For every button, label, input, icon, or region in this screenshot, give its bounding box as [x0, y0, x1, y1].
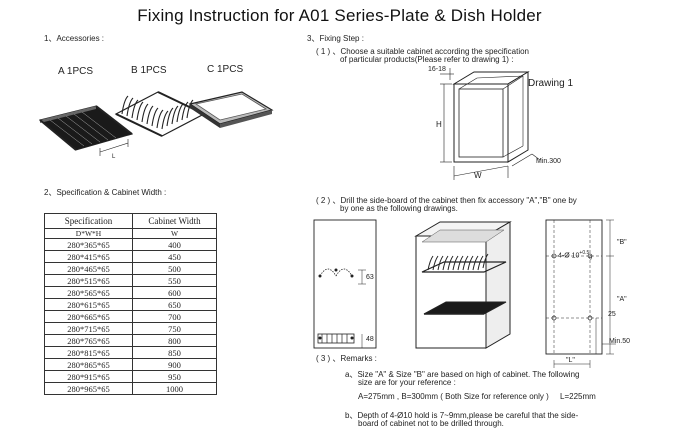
- drawing2-dim-hole-label: 4-Ø 10: [558, 252, 580, 260]
- drawing2-dim-tolerance: +0.5: [579, 250, 590, 256]
- spec-cell: 280*915*65: [44, 370, 133, 383]
- remark-a-text: Size "A" & Size "B" are based on high of…: [357, 370, 580, 379]
- spec-cell: 280*365*65: [44, 238, 133, 251]
- spec-cell: 280*565*65: [44, 286, 133, 299]
- drawing2-dim-min50: Min.50: [609, 338, 631, 345]
- page-title: Fixing Instruction for A01 Series-Plate …: [137, 6, 542, 25]
- accessory-c-label: C 1PCS: [207, 64, 244, 75]
- col-header-specification: Specification: [44, 213, 133, 229]
- remark-a-prefix: a、: [345, 370, 358, 379]
- remark-b-text: Depth of 4-Ø10 hold is 7~9mm,please be c…: [357, 411, 579, 420]
- remark-b-line2: board of cabinet not to be drilled throu…: [358, 419, 504, 428]
- accessory-b-label: B 1PCS: [131, 65, 167, 76]
- width-cell: 1000: [132, 382, 217, 395]
- width-cell: 750: [132, 322, 217, 335]
- spec-table-wrap: Specification Cabinet Width D*W*H W 280*…: [44, 213, 217, 395]
- spec-table: Specification Cabinet Width D*W*H W 280*…: [44, 213, 217, 395]
- spec-cell: 280*615*65: [44, 298, 133, 311]
- drawing1-cabinet: [440, 68, 541, 180]
- accessory-c-frame-drawing: [188, 91, 274, 128]
- drawing1-dim-min: Min.300: [536, 158, 561, 165]
- remark-b-prefix: b、: [345, 411, 358, 420]
- sub-header-w: W: [132, 228, 217, 239]
- spec-cell: 280*765*65: [44, 334, 133, 347]
- drawing1-title: Drawing 1: [528, 78, 574, 89]
- spec-cell: 280*815*65: [44, 346, 133, 359]
- spec-cell: 280*715*65: [44, 322, 133, 335]
- accessories-heading: 1、Accessories :: [44, 34, 105, 43]
- step1-line2: of particular products(Please refer to d…: [340, 55, 514, 64]
- spec-cell: 280*965*65: [44, 382, 133, 395]
- fixing-heading: 3、Fixing Step :: [307, 34, 364, 43]
- spec-cell: 280*465*65: [44, 262, 133, 275]
- remark-a-line2: size are for your reference :: [358, 378, 456, 387]
- accessory-a-label: A 1PCS: [58, 66, 94, 77]
- accessory-a-tray-drawing: L: [38, 105, 134, 160]
- spec-cell: 280*515*65: [44, 274, 133, 287]
- width-cell: 500: [132, 262, 217, 275]
- drawing2-dim-l: "L": [566, 357, 575, 364]
- spec-heading: 2、Specification & Cabinet Width :: [44, 188, 167, 197]
- spec-cell: 280*865*65: [44, 358, 133, 371]
- drawing2-dimension-view: [545, 219, 616, 368]
- width-cell: 550: [132, 274, 217, 287]
- drawing2-side-board: [313, 219, 377, 349]
- step3-heading: ( 3 ) 、Remarks :: [316, 354, 377, 363]
- width-cell: 850: [132, 346, 217, 359]
- remark-a-values: A=275mm , B=300mm ( Both Size for refere…: [358, 392, 549, 401]
- spec-cell: 280*665*65: [44, 310, 133, 323]
- drawing2-dim-a: "A": [617, 296, 627, 303]
- remark-a-l: L=225mm: [560, 392, 596, 401]
- sub-header-dwh: D*W*H: [44, 228, 133, 239]
- drawing2-dim-25: 25: [608, 311, 616, 318]
- accessory-a-dim-l: L: [112, 154, 116, 160]
- remark-a-line1: a、Size "A" & Size "B" are based on high …: [345, 369, 579, 380]
- drawing2-dim-hole: 4-Ø 10+0.50: [558, 250, 592, 262]
- drawing2-dim-48: 48: [366, 336, 374, 343]
- col-header-cabinet-width: Cabinet Width: [132, 213, 217, 229]
- step2-line2: by one as the following drawings.: [340, 204, 458, 213]
- drawing1-dim-h: H: [436, 120, 442, 129]
- remark-b-line1: b、Depth of 4-Ø10 hold is 7~9mm,please be…: [345, 410, 578, 421]
- drawing2-dim-b: "B": [617, 239, 627, 246]
- drawing1-dim-w: W: [474, 171, 482, 180]
- accessory-b-rack-drawing: [114, 91, 206, 137]
- drawing1-dim-top: 16-18: [428, 66, 446, 73]
- width-cell: 450: [132, 250, 217, 263]
- width-cell: 700: [132, 310, 217, 323]
- drawing2-dim-tolerance-lower: 0: [589, 255, 593, 262]
- width-cell: 400: [132, 238, 217, 251]
- drawing2-cabinet-with-racks: [414, 221, 512, 349]
- width-cell: 800: [132, 334, 217, 347]
- spec-cell: 280*415*65: [44, 250, 133, 263]
- width-cell: 600: [132, 286, 217, 299]
- drawing2-dim-63: 63: [366, 274, 374, 281]
- width-cell: 950: [132, 370, 217, 383]
- width-cell: 650: [132, 298, 217, 311]
- step1-line1: ( 1 ) 、Choose a suitable cabinet accordi…: [316, 47, 530, 56]
- width-cell: 900: [132, 358, 217, 371]
- step2-line1: ( 2 ) 、Drill the side-board of the cabin…: [316, 196, 577, 205]
